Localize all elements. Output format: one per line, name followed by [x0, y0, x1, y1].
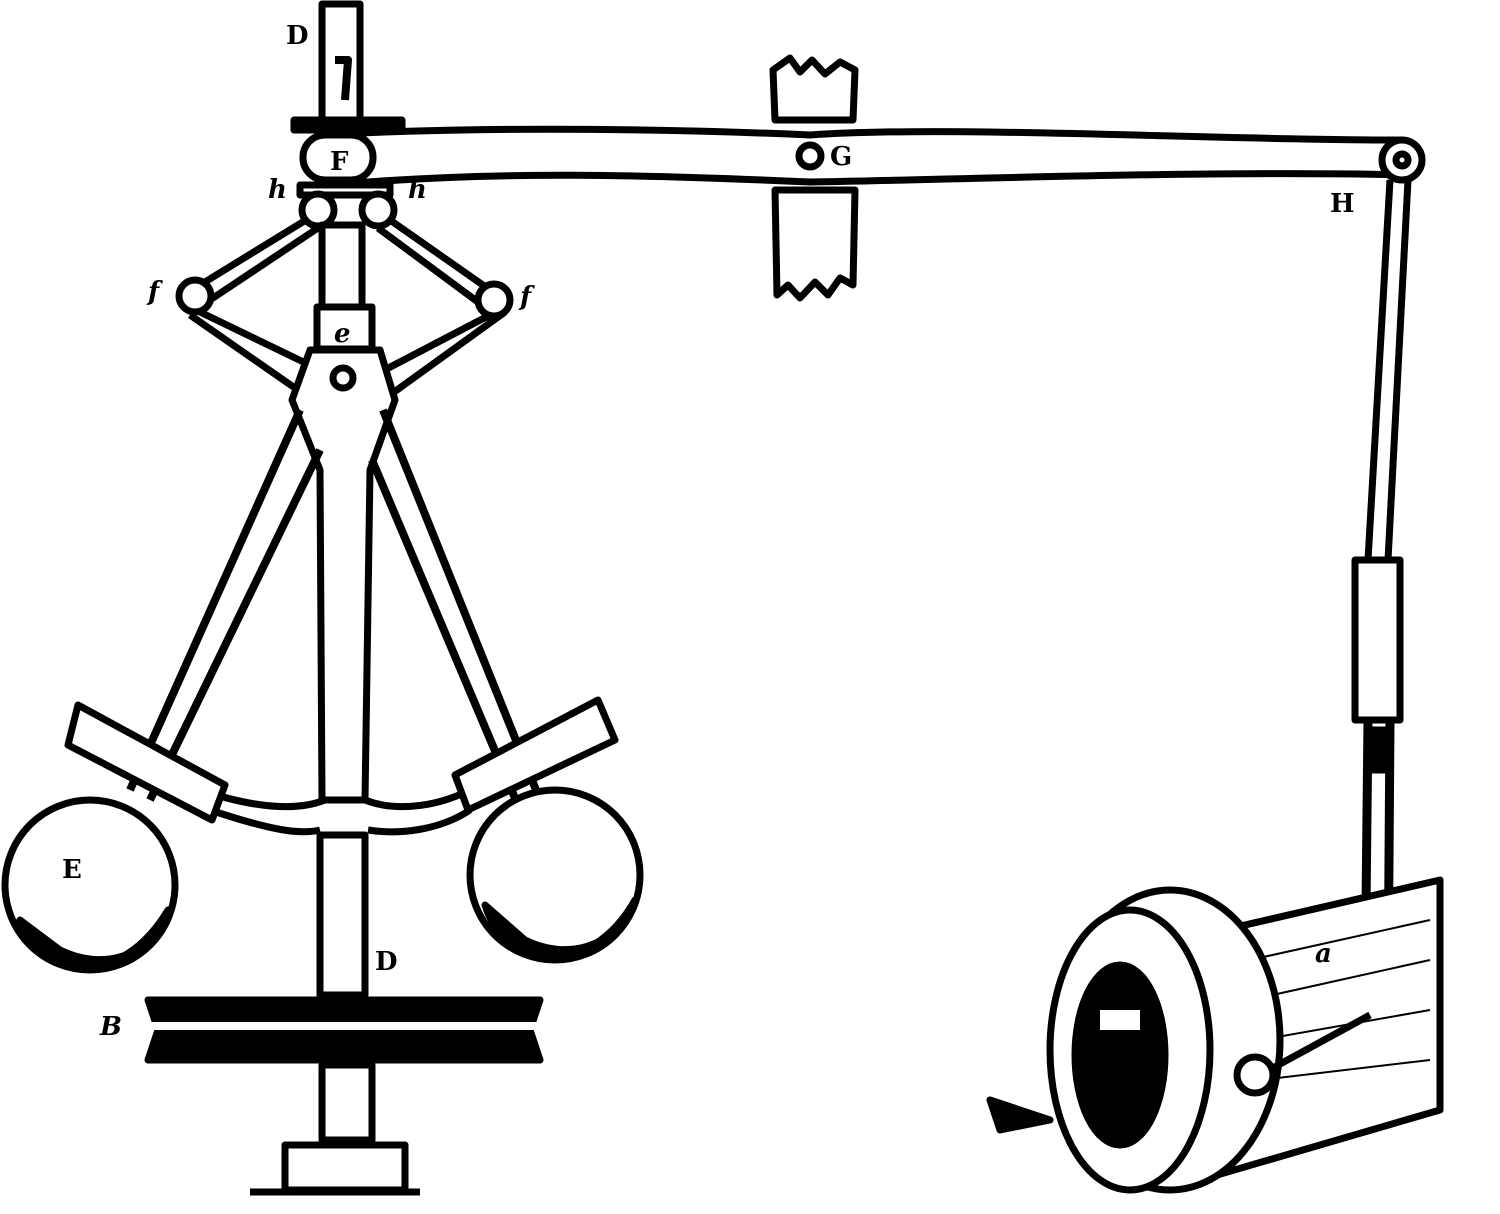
label-ball: E [62, 855, 82, 885]
collar [299, 131, 377, 184]
beam-bracket [769, 54, 859, 302]
pivot-h-left [298, 190, 338, 230]
collar-plate [290, 116, 406, 134]
valve-rod [1364, 179, 1412, 561]
pivot-h-right [358, 190, 398, 230]
arm-left [126, 408, 324, 802]
label-collar: F [330, 147, 349, 177]
base-foot [281, 1141, 409, 1194]
label-beam-end: H [1330, 189, 1355, 219]
cross-bar-left [64, 701, 229, 824]
elbow-f-left [175, 276, 215, 316]
label-elbow-left: f [146, 277, 163, 307]
label-spindle-lower: D [375, 947, 398, 977]
label-sleeve: e [334, 319, 351, 349]
valve-crank [1258, 1011, 1372, 1079]
label-elbow-right: f [518, 282, 535, 312]
cross-bar-right [451, 696, 619, 814]
label-pulley: B [99, 1012, 122, 1042]
label-pivot-h-right: h [408, 175, 427, 205]
base-shaft [318, 1061, 376, 1144]
rod-sleeve [1351, 556, 1404, 724]
label-valve-rod: a [1315, 939, 1332, 969]
sleeve-e [313, 303, 376, 353]
label-beam-pivot: G [830, 142, 852, 172]
label-pivot-h-left: h [268, 175, 287, 205]
cross-arc [198, 786, 472, 836]
elbow-f-right [474, 280, 514, 320]
beam-pivot [795, 141, 825, 171]
spindle-lower [316, 831, 369, 999]
label-spindle-top: D [286, 21, 309, 51]
governor-head [288, 346, 399, 804]
lever-beam [316, 125, 1414, 189]
